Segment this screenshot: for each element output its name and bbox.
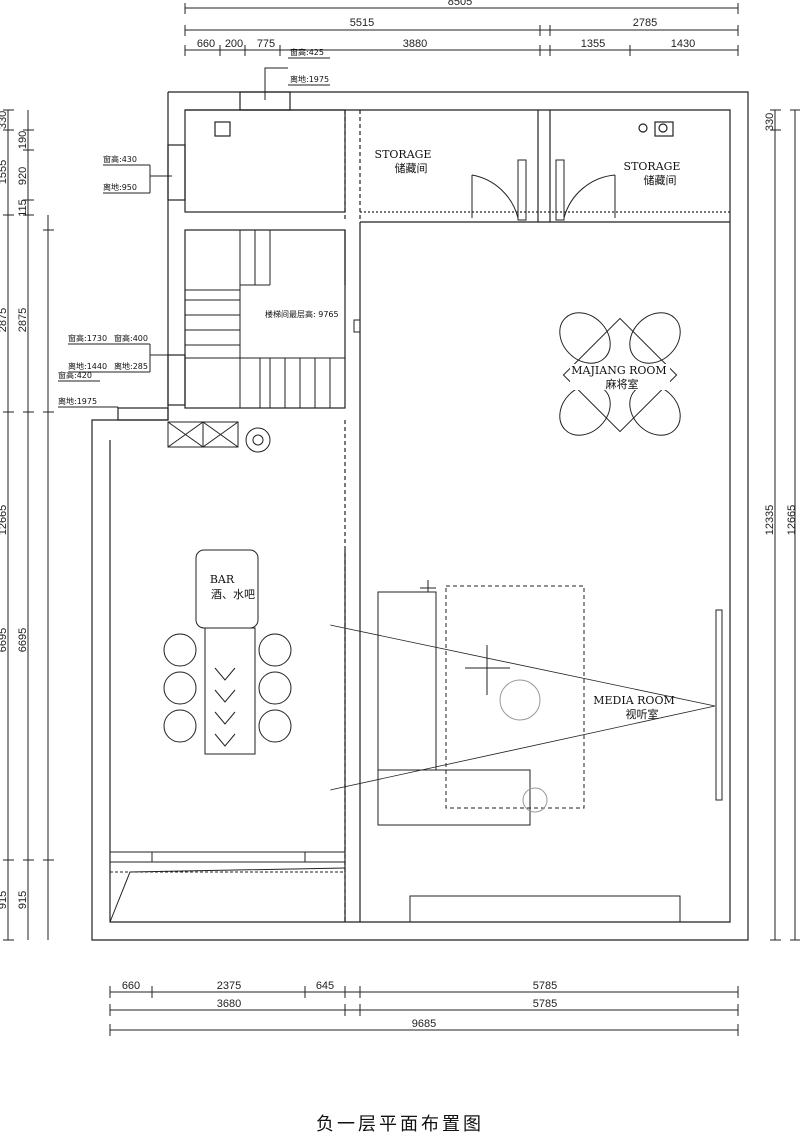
storage-2-label-en: STORAGE — [624, 160, 681, 173]
dim-bottom-seg-4: 5785 — [533, 980, 557, 992]
walls — [91, 91, 749, 941]
dim-top-seg-6: 1430 — [671, 38, 695, 50]
bar-label-cn: 酒、水吧 — [211, 588, 255, 601]
dim-left-in-1: 190 — [17, 131, 29, 149]
dim-bottom-mid-1: 3680 — [217, 998, 241, 1010]
window-5-height: 窗高:420 — [58, 370, 92, 380]
right-dimensions: 330 12335 12665 — [764, 109, 800, 941]
media-label-en: MEDIA ROOM — [593, 694, 674, 707]
room-labels: STORAGE 储藏间 STORAGE 储藏间 MAJIANG ROOM 麻将室… — [210, 148, 681, 721]
window-1-height: 窗高:425 — [290, 47, 324, 57]
dim-top-seg-3: 775 — [257, 38, 275, 50]
dim-bottom-total: 9685 — [412, 1018, 436, 1030]
window-1-sill: 离地:1975 — [290, 74, 329, 84]
dim-left-in-2: 920 — [17, 167, 29, 185]
dim-bottom-seg-3: 645 — [316, 980, 334, 992]
window-4-sill: 离地:285 — [114, 361, 148, 371]
window-2-height: 窗高:430 — [103, 154, 137, 164]
dim-left-5: 6695 — [0, 628, 9, 652]
majiang-label-en: MAJIANG ROOM — [571, 364, 666, 377]
dim-right-3: 12665 — [786, 505, 798, 536]
cabinet — [167, 421, 271, 453]
dim-left-1: 330 — [0, 111, 9, 129]
majiang-table[interactable] — [550, 303, 691, 446]
dim-bottom-seg-2: 2375 — [217, 980, 241, 992]
dim-left-in-5: 6695 — [17, 628, 29, 652]
dim-top-total: 8505 — [448, 0, 472, 8]
dim-right-1: 330 — [764, 113, 776, 131]
dim-left-3: 2875 — [0, 308, 9, 332]
stair-note: 楼梯间最层高: 9765 — [265, 309, 339, 319]
window-5-sill: 离地:1975 — [58, 396, 97, 406]
staircase[interactable]: 楼梯间最层高: 9765 — [185, 230, 361, 408]
bottom-steps — [109, 851, 346, 923]
window-3-sill: 离地:1440 — [68, 361, 107, 371]
dim-top-left-span: 5515 — [350, 17, 374, 29]
storage-1-label-cn: 储藏间 — [395, 161, 428, 175]
window-4-height: 窗高:400 — [114, 333, 148, 343]
storage-2-label-cn: 储藏间 — [644, 173, 677, 187]
media-furniture[interactable] — [329, 580, 723, 923]
dim-left-2: 1555 — [0, 160, 9, 184]
dim-left-6: 915 — [0, 891, 9, 909]
bar-counter[interactable] — [163, 549, 292, 755]
window-2-sill: 离地:950 — [103, 182, 137, 192]
dim-left-in-6: 915 — [17, 891, 29, 909]
dim-bottom-seg-1: 660 — [122, 980, 140, 992]
majiang-label-cn: 麻将室 — [606, 377, 639, 391]
dim-top-seg-5: 1355 — [581, 38, 605, 50]
dim-top-seg-4: 3880 — [403, 38, 427, 50]
storage-1-label-en: STORAGE — [375, 148, 432, 161]
window-notes: 窗高:425 离地:1975 窗高:430 离地:950 窗高:1730 离地:… — [58, 47, 330, 420]
top-dimensions: 8505 5515 2785 660 200 775 3880 1355 143… — [184, 0, 739, 56]
dim-right-2: 12335 — [764, 505, 776, 536]
dim-top-seg-2: 200 — [225, 38, 243, 50]
dim-left-4: 12665 — [0, 505, 9, 536]
bar-label-en: BAR — [210, 573, 235, 586]
storage-doors — [471, 159, 616, 221]
window-3-height: 窗高:1730 — [68, 333, 107, 343]
dim-left-in-3: 115 — [17, 199, 29, 217]
dim-top-right-span: 2785 — [633, 17, 657, 29]
bottom-dimensions: 660 2375 645 5785 3680 5785 9685 — [109, 980, 739, 1036]
left-dimensions: 330 1555 2875 12665 6695 915 190 920 115… — [0, 109, 54, 941]
dim-top-seg-1: 660 — [197, 38, 215, 50]
dim-left-in-4: 2875 — [17, 308, 29, 332]
page-title: 负一层平面布置图 — [316, 1114, 484, 1135]
dim-bottom-mid-2: 5785 — [533, 998, 557, 1010]
media-label-cn: 视听室 — [626, 707, 659, 721]
